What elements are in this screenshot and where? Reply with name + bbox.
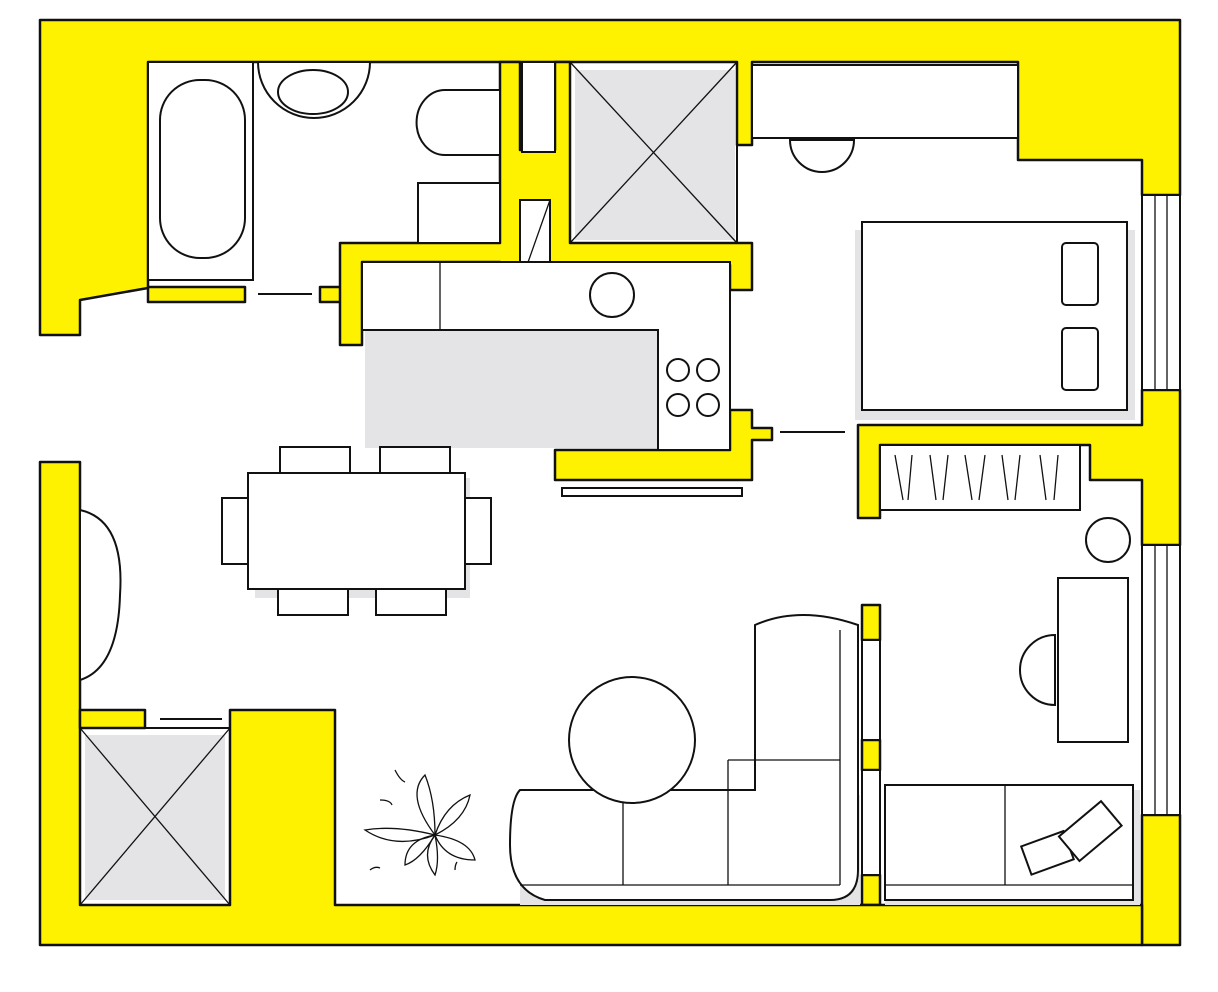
- storage-sink: [521, 61, 556, 153]
- kitchen-sink: [589, 272, 635, 318]
- column-2: [860, 738, 882, 772]
- plant-icon: [363, 769, 476, 877]
- desk: [1057, 577, 1129, 743]
- doorways: [160, 293, 845, 720]
- closet-top: [569, 61, 738, 244]
- toilet: [415, 89, 501, 156]
- chair: [277, 588, 349, 616]
- window: [1141, 544, 1181, 816]
- living-area: [79, 446, 860, 905]
- study: [884, 517, 1140, 905]
- column-1: [860, 603, 882, 642]
- chair: [279, 446, 351, 474]
- bath-wall-stub: [318, 285, 344, 304]
- cushion: [1057, 799, 1124, 863]
- pillow: [1061, 242, 1099, 306]
- corner-sofa: [508, 614, 859, 901]
- dining-table: [247, 472, 466, 590]
- washing-machine: [417, 182, 501, 244]
- chair: [221, 497, 249, 565]
- column-3: [860, 873, 882, 907]
- kitchen: [361, 261, 743, 497]
- chair: [379, 446, 451, 474]
- hall-closet: [79, 727, 231, 906]
- chair: [464, 497, 492, 565]
- bathtub-basin: [159, 79, 246, 259]
- plant-pot: [1085, 517, 1131, 563]
- wardrobe: [879, 444, 1081, 511]
- windows: [861, 194, 1181, 876]
- window: [861, 769, 881, 876]
- kitchen-counter: [361, 261, 731, 451]
- stove: [666, 358, 720, 417]
- window: [861, 639, 881, 741]
- chair: [375, 588, 447, 616]
- right-wall-bottom: [1140, 813, 1182, 947]
- bath-wall: [146, 285, 247, 304]
- kitchen-counter-wall: [553, 408, 774, 482]
- desk-chair: [1019, 633, 1056, 707]
- bedroom: [855, 221, 1135, 511]
- armchair: [79, 508, 122, 682]
- pillow: [1061, 327, 1099, 391]
- chair: [788, 139, 856, 173]
- coffee-table: [568, 676, 696, 804]
- bathroom: [147, 61, 556, 286]
- window: [1141, 194, 1181, 391]
- entry-closet: [751, 64, 1019, 173]
- hall-wall: [78, 708, 147, 730]
